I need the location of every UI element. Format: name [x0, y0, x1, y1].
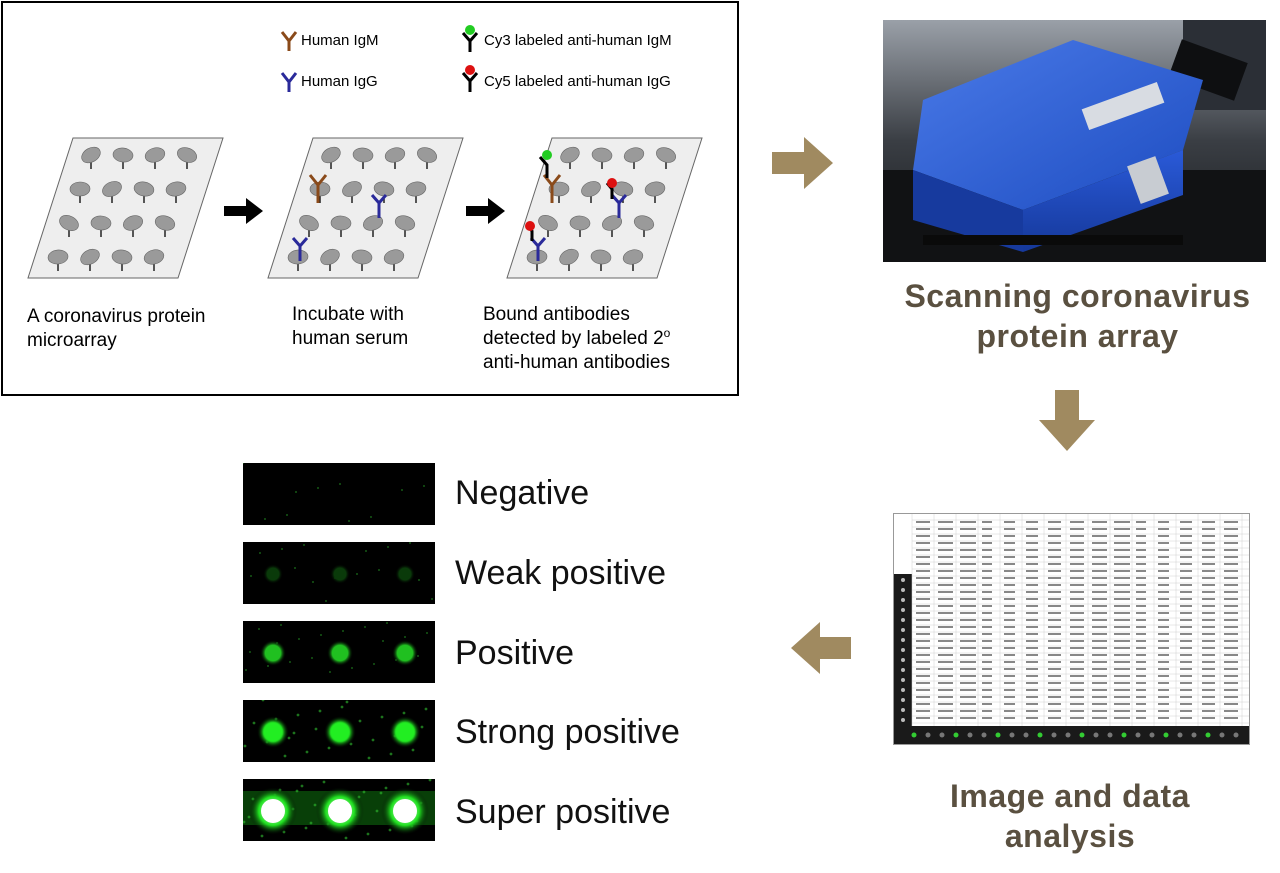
spreadsheet-grid — [894, 514, 1249, 744]
cy5-antibody-icon — [461, 65, 479, 92]
bound-igg-icon-2 — [291, 237, 309, 261]
arrow-right-icon — [224, 198, 263, 224]
microarray-scanner-icon — [883, 20, 1266, 262]
flow-arrow-right-icon — [772, 137, 833, 189]
step-3-caption: Bound antibodies detected by labeled 2o … — [483, 304, 671, 373]
bound-igm-icon — [542, 174, 562, 203]
cy3-antibody-icon — [461, 25, 479, 52]
human-igg-icon — [280, 72, 298, 92]
cy5-secondary-icon-2 — [525, 221, 535, 241]
legend-human-igg: Human IgG — [301, 73, 378, 90]
flow-arrow-down-icon — [1039, 390, 1095, 451]
result-strip-strong-positive — [243, 700, 435, 762]
result-strip-negative — [243, 463, 435, 525]
result-strip-weak-positive — [243, 542, 435, 604]
human-igm-icon — [280, 31, 298, 51]
flow-arrow-left-icon — [791, 622, 851, 674]
result-label-positive: Positive — [455, 634, 575, 672]
result-label-weak-positive: Weak positive — [455, 554, 667, 592]
scanning-caption: Scanning coronavirus protein array — [904, 278, 1251, 354]
bound-igg-icon — [370, 194, 388, 218]
workflow-panel: Human IgM Human IgG Cy3 labeled anti-hum… — [1, 1, 739, 396]
result-label-super-positive: Super positive — [455, 793, 671, 831]
legend-cy5: Cy5 labeled anti-human IgG — [484, 73, 671, 90]
result-strip-super-positive — [243, 779, 435, 841]
legend-cy3: Cy3 labeled anti-human IgM — [484, 32, 672, 49]
legend-human-igm: Human IgM — [301, 32, 379, 49]
slide-3 — [506, 137, 703, 279]
result-label-negative: Negative — [455, 474, 590, 512]
scanner-photo — [883, 20, 1266, 262]
step-1-caption: A coronavirus protein microarray — [27, 306, 206, 351]
result-label-strong-positive: Strong positive — [455, 713, 680, 751]
bound-igg-icon — [610, 194, 628, 218]
cy3-secondary-icon — [538, 150, 552, 178]
step-2-caption: Incubate with human serum — [292, 304, 409, 349]
bound-igm-icon — [308, 174, 328, 203]
slide-2 — [267, 137, 464, 279]
arrow-right-icon — [466, 198, 505, 224]
cy5-secondary-icon — [605, 178, 617, 199]
spreadsheet-image — [893, 513, 1250, 745]
analysis-caption: Image and data analysis — [950, 778, 1190, 854]
result-strip-positive — [243, 621, 435, 683]
slide-1 — [27, 137, 224, 279]
